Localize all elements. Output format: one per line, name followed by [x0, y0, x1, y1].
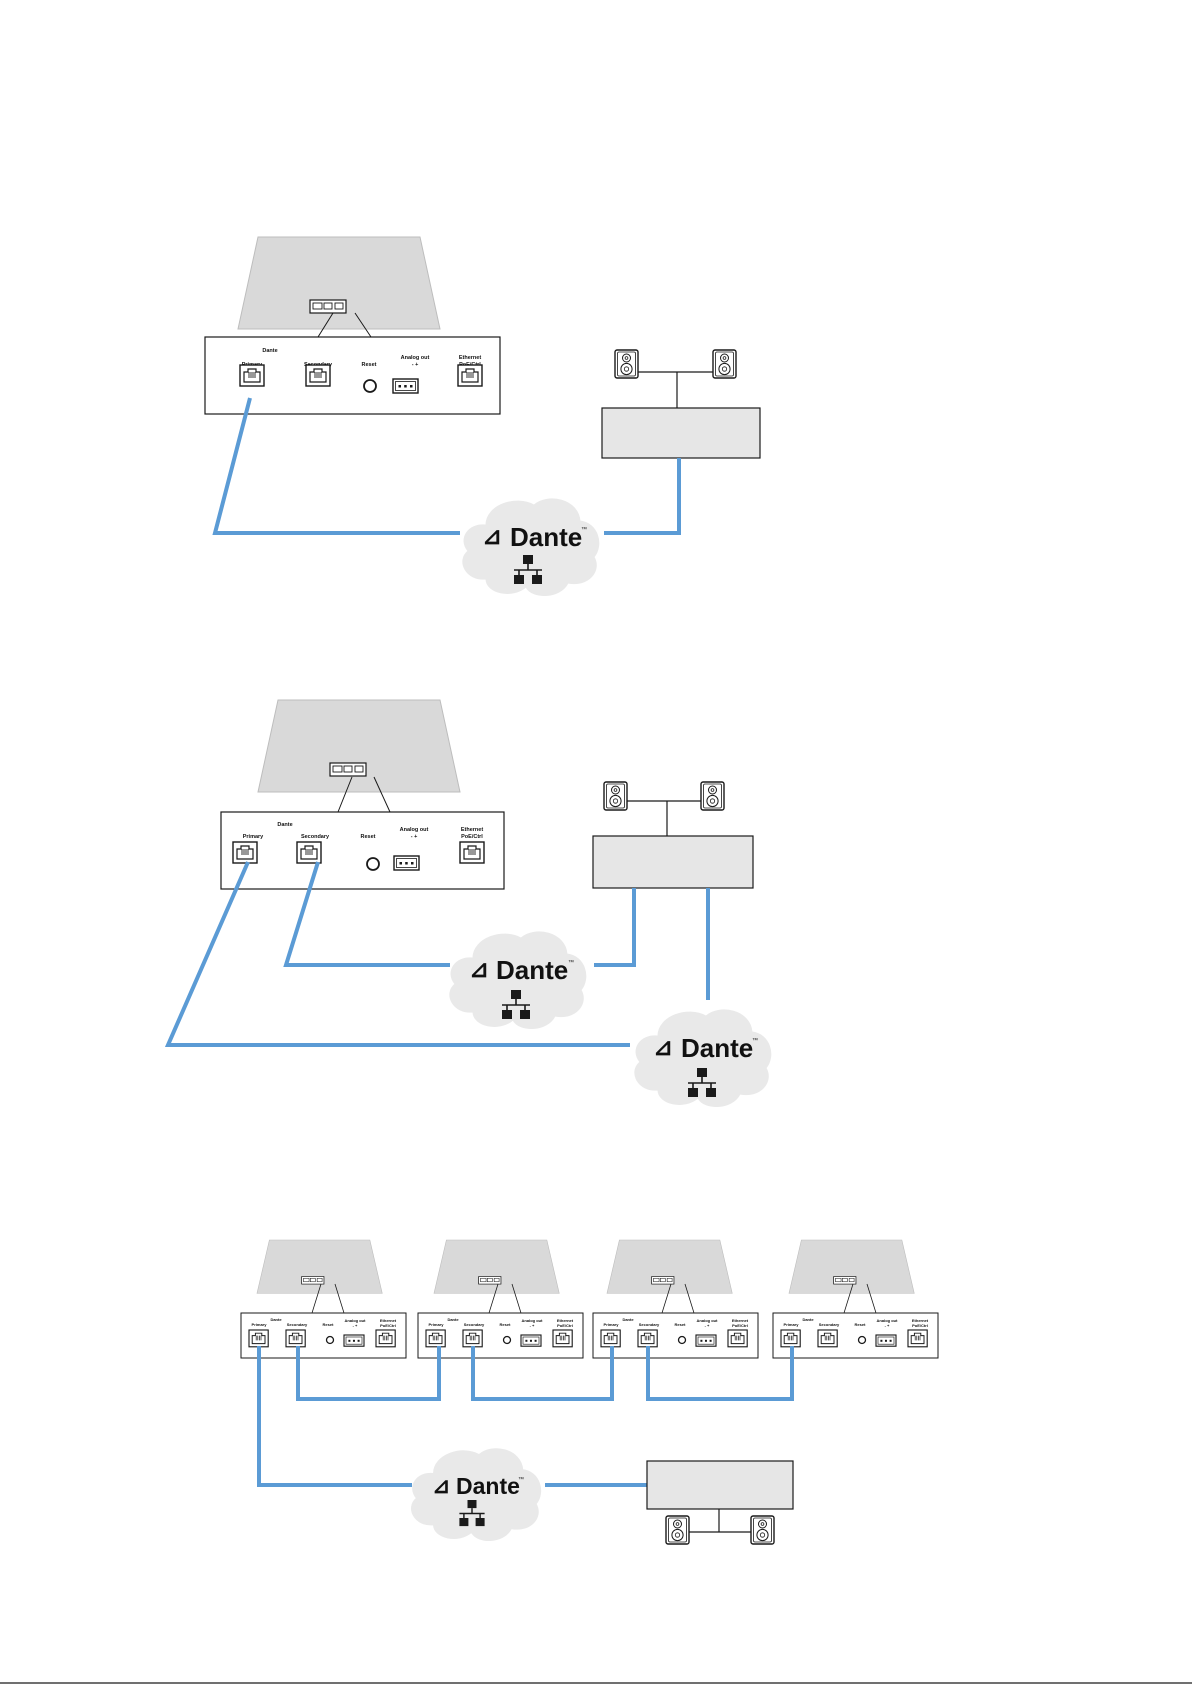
device-panel: Dante Primary Secondary Reset Analog out… — [204, 336, 501, 415]
svg-text:Secondary: Secondary — [639, 1322, 660, 1327]
analog-polarity-label: - + — [411, 834, 418, 840]
svg-text:Primary: Primary — [784, 1322, 800, 1327]
svg-text:Analog out: Analog out — [522, 1318, 544, 1323]
svg-text:Analog out: Analog out — [697, 1318, 719, 1323]
dante-cloud-icon: ⊿ Dante ™ — [410, 1448, 542, 1542]
secondary-network-cable — [283, 861, 636, 967]
svg-text:™: ™ — [518, 1476, 524, 1483]
secondary-label: Secondary — [301, 834, 330, 840]
svg-text:- +: - + — [353, 1323, 358, 1328]
analog-out-label: Analog out — [401, 355, 430, 361]
ethernet-label: Ethernet — [461, 827, 483, 833]
svg-text:Ethernet: Ethernet — [380, 1318, 397, 1323]
dante-device-top — [237, 236, 441, 330]
speaker-icon — [614, 349, 639, 379]
dante-receiver-box — [646, 1460, 794, 1510]
speaker-icon — [603, 781, 628, 811]
ethernet-port-icon — [459, 841, 485, 864]
daisy-chain-device-3: Dante Primary Secondary Reset Analog out… — [592, 1239, 759, 1359]
svg-text:Ethernet: Ethernet — [912, 1318, 929, 1323]
dante-logo-text: Dante — [681, 1033, 753, 1063]
svg-text:- +: - + — [705, 1323, 710, 1328]
primary-port-icon — [239, 364, 265, 387]
daisy-chain-cable — [471, 1346, 614, 1401]
svg-text:Primary: Primary — [252, 1322, 268, 1327]
svg-text:Analog out: Analog out — [877, 1318, 899, 1323]
secondary-port-icon — [296, 841, 322, 864]
svg-text:Secondary: Secondary — [287, 1322, 308, 1327]
diagram-section-3: Dante Primary Secondary Reset Analog out… — [240, 1239, 939, 1545]
reset-label: Reset — [362, 362, 377, 368]
dante-device-top — [257, 699, 461, 793]
svg-text:PoE/Ctrl: PoE/Ctrl — [912, 1323, 928, 1328]
svg-text:Reset: Reset — [855, 1322, 867, 1327]
svg-text:- +: - + — [530, 1323, 535, 1328]
svg-text:Ethernet: Ethernet — [557, 1318, 574, 1323]
diagram-section-2: Dante Primary Secondary Reset Analog out… — [164, 699, 772, 1108]
speaker-icon — [712, 349, 737, 379]
reset-button-icon — [363, 379, 377, 393]
svg-text:Dante: Dante — [447, 1317, 459, 1322]
reset-label: Reset — [361, 834, 376, 840]
speaker-icon — [665, 1515, 690, 1545]
svg-text:Secondary: Secondary — [819, 1322, 840, 1327]
svg-text:Primary: Primary — [604, 1322, 620, 1327]
dante-logo-text: Dante — [496, 955, 568, 985]
network-cable — [257, 1346, 649, 1487]
svg-text:Reset: Reset — [500, 1322, 512, 1327]
analog-out-label: Analog out — [400, 827, 429, 833]
svg-text:- +: - + — [885, 1323, 890, 1328]
network-cable — [212, 397, 681, 535]
daisy-chain-cable — [296, 1346, 441, 1401]
dante-receiver-box — [601, 407, 761, 459]
speaker-icon — [750, 1515, 775, 1545]
dante-logo-text: Dante — [510, 522, 582, 552]
dante-cloud-icon: ⊿ Dante ™ — [634, 1009, 772, 1108]
svg-text:Dante: Dante — [802, 1317, 814, 1322]
speaker-icon — [700, 781, 725, 811]
svg-text:PoE/Ctrl: PoE/Ctrl — [732, 1323, 748, 1328]
analog-terminal-icon — [393, 855, 420, 871]
svg-text:Secondary: Secondary — [464, 1322, 485, 1327]
daisy-chain-device-4: Dante Primary Secondary Reset Analog out… — [772, 1239, 939, 1359]
ethernet-port-icon — [457, 364, 483, 387]
svg-text:Primary: Primary — [429, 1322, 445, 1327]
daisy-chain-device-1: Dante Primary Secondary Reset Analog out… — [240, 1239, 407, 1359]
daisy-chain-cable — [646, 1346, 794, 1401]
ethernet-label: Ethernet — [459, 355, 481, 361]
svg-text:⊿: ⊿ — [482, 523, 502, 550]
svg-text:PoE/Ctrl: PoE/Ctrl — [380, 1323, 396, 1328]
reset-button-icon — [366, 857, 380, 871]
daisy-chain-device-2: Dante Primary Secondary Reset Analog out… — [417, 1239, 584, 1359]
svg-text:™: ™ — [752, 1037, 758, 1044]
svg-text:Reset: Reset — [323, 1322, 335, 1327]
diagram-section-1: Dante Primary Secondary Reset Analog out… — [204, 236, 761, 597]
svg-text:⊿: ⊿ — [653, 1034, 673, 1061]
svg-text:Reset: Reset — [675, 1322, 687, 1327]
primary-port-icon — [232, 841, 258, 864]
svg-text:Ethernet: Ethernet — [732, 1318, 749, 1323]
secondary-port-icon — [305, 364, 331, 387]
svg-text:PoE/Ctrl: PoE/Ctrl — [557, 1323, 573, 1328]
svg-text:Dante: Dante — [270, 1317, 282, 1322]
primary-label: Primary — [243, 834, 264, 840]
svg-text:⊿: ⊿ — [469, 956, 489, 983]
svg-text:Dante: Dante — [622, 1317, 634, 1322]
dante-cloud-icon: ⊿ Dante ™ — [449, 931, 587, 1030]
svg-text:Analog out: Analog out — [345, 1318, 367, 1323]
analog-polarity-label: - + — [412, 362, 419, 368]
svg-text:™: ™ — [568, 959, 574, 966]
panel-brand-logo: Dante — [262, 348, 277, 354]
dante-logo-text: Dante — [456, 1473, 520, 1499]
poe-ctrl-label: PoE/Ctrl — [461, 834, 483, 840]
svg-text:™: ™ — [581, 526, 587, 533]
svg-text:⊿: ⊿ — [432, 1473, 450, 1498]
dante-receiver-box — [592, 835, 754, 889]
device-panel: Dante Primary Secondary Reset Analog out… — [220, 811, 505, 890]
primary-network-cable — [164, 861, 710, 1047]
panel-brand-logo: Dante — [277, 822, 292, 828]
dante-cloud-icon: Dante ⊿ ™ — [462, 498, 600, 597]
analog-terminal-icon — [392, 378, 419, 394]
